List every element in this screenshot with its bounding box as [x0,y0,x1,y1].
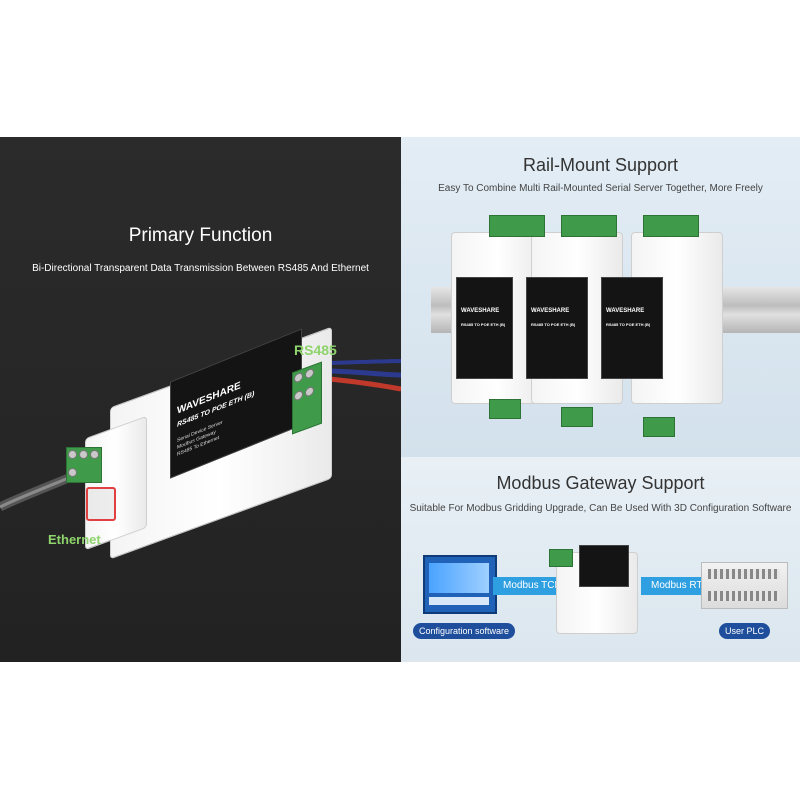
rail-device-1-bottom-terminal [489,399,521,419]
rail-device-3-label: WAVESHARE RS485 TO POE ETH (B) [601,277,663,379]
rail-device-3-brand: WAVESHARE [606,308,645,314]
rail-device-2-bottom-terminal [561,407,593,427]
device-rail-clip [85,415,147,551]
user-plc-device [701,562,788,609]
rail-device-1-model: RS485 TO POE ETH (B) [461,322,506,327]
rail-device-2-model: RS485 TO POE ETH (B) [531,322,576,327]
configuration-software-label: Configuration software [413,623,516,639]
rail-mount-title: Rail-Mount Support [522,155,679,175]
gateway-device-label [579,545,629,587]
modbus-title: Modbus Gateway Support [496,473,705,493]
rail-mount-panel: Rail-Mount Support Easy To Combine Multi… [401,137,800,457]
gateway-terminal-block [549,549,573,567]
rail-device-2-brand: WAVESHARE [531,308,570,314]
rail-mount-subtitle: Easy To Combine Multi Rail-Mounted Seria… [438,183,763,194]
user-plc-label: User PLC [719,623,771,639]
modbus-gateway-panel: Modbus Gateway Support Suitable For Modb… [401,457,800,662]
rs485-label: RS485 [294,342,337,358]
ethernet-label: Ethernet [48,532,101,547]
rail-device-3-top-terminal [643,215,699,237]
rail-device-1-label: WAVESHARE RS485 TO POE ETH (B) [456,277,513,379]
rail-device-1-brand: WAVESHARE [461,308,500,314]
primary-function-title: Primary Function [128,225,273,246]
rail-device-2-label: WAVESHARE RS485 TO POE ETH (B) [526,277,588,379]
rs485-terminal-block [292,361,322,435]
rail-device-3-bottom-terminal [643,417,675,437]
power-terminal-block [66,447,102,483]
modbus-subtitle: Suitable For Modbus Gridding Upgrade, Ca… [409,503,792,514]
rail-device-2-top-terminal [561,215,617,237]
rail-device-3-model: RS485 TO POE ETH (B) [606,322,651,327]
rail-device-1-top-terminal [489,215,545,237]
configuration-software-screen [423,555,497,614]
primary-function-panel: Primary Function Bi-Directional Transpar… [0,137,401,662]
primary-function-subtitle: Bi-Directional Transparent Data Transmis… [32,263,369,274]
ethernet-plug [86,487,116,521]
